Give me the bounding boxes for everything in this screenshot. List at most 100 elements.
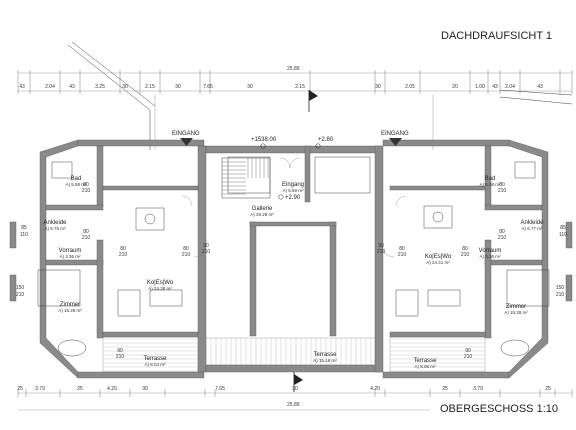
- opening-width: 80: [83, 229, 89, 235]
- room-area: A) 8.04 m²: [144, 362, 166, 367]
- room-name: Eingang: [282, 182, 304, 188]
- top-segment-dimension: 2.05: [405, 84, 415, 90]
- top-segment-dimension: 3.25: [95, 84, 105, 90]
- right-dining-table: [423, 205, 453, 229]
- bottom-dimension-chain: 25.89: [17, 389, 573, 411]
- room-name: Ankleide: [43, 220, 67, 226]
- room-area: A) 5.58 m²: [479, 182, 501, 187]
- top-segment-dimension: 30: [375, 84, 381, 90]
- bottom-segment-dimension: 4.20: [370, 386, 380, 392]
- room-area: A) 5.59 m²: [282, 188, 304, 193]
- entrance-arrow-right: [389, 138, 402, 146]
- top-segment-dimension: 43: [492, 84, 498, 90]
- overall-top-dimension: 25.89: [287, 66, 300, 72]
- top-segment-dimension: 43: [19, 84, 25, 90]
- room-name: Terrasse: [143, 356, 167, 362]
- right-sofa: [395, 289, 461, 317]
- room-area: A) 15.28 m²: [504, 310, 528, 315]
- opening-height: 210: [116, 354, 125, 360]
- center-walls: [205, 145, 384, 373]
- door-swings: [181, 157, 407, 258]
- bath-fixtures: [51, 161, 536, 179]
- room-area: A) 15.28 m²: [58, 308, 82, 313]
- room-name: Vorraum: [59, 248, 82, 254]
- room-name: Vorraum: [479, 248, 502, 254]
- top-dimension-chain: 25.89: [17, 66, 573, 94]
- opening-width: 90: [117, 348, 123, 354]
- left-side-dimension: 210: [16, 292, 25, 298]
- opening-height: 210: [119, 252, 128, 258]
- right-side-dimension: 150: [556, 285, 565, 291]
- right-side-dimension: 110: [559, 232, 567, 238]
- top-segment-dimension: 43: [537, 84, 543, 90]
- level-entry-b: +2.80: [318, 137, 334, 143]
- room-area: A) 3.36 m²: [479, 254, 501, 259]
- opening-width: 90: [465, 348, 471, 354]
- bottom-segment-dimension: 7.65: [215, 386, 225, 392]
- opening-width: 80: [399, 246, 405, 252]
- room-area: A) 8.05 m²: [414, 364, 436, 369]
- room-area: A) 24.41 m²: [426, 260, 450, 265]
- entrance-label-right: EINGANG: [381, 131, 409, 137]
- roof-view-title: DACHDRAUFSICHT 1: [441, 30, 552, 42]
- overall-bottom-dimension: 25.89: [287, 402, 300, 408]
- level-gallery: +2.90: [285, 195, 301, 201]
- bottom-segment-dimension: 3.79: [473, 386, 483, 392]
- left-sofa: [117, 289, 183, 317]
- room-name: Ko|Es|Wo: [147, 280, 174, 286]
- top-segment-dimension: 2.04: [505, 84, 515, 90]
- level-markers: +1538.00 +2.80 +2.90: [251, 137, 334, 201]
- opening-width: 80: [462, 246, 468, 252]
- staircase: [221, 157, 271, 199]
- top-segment-dimension: 2.04: [45, 84, 55, 90]
- opening-height: 210: [461, 252, 470, 258]
- opening-width: 80: [83, 182, 89, 188]
- opening-height: 210: [82, 188, 91, 194]
- opening-height: 210: [398, 252, 407, 258]
- left-dining-table: [135, 207, 165, 231]
- opening-width: 80: [120, 246, 126, 252]
- roof-outline: [67, 41, 573, 150]
- opening-labels: 8021080210802108021090210902108021080210…: [82, 182, 507, 360]
- opening-width: 90: [378, 243, 384, 249]
- top-segment-dimension: 1.00: [475, 84, 485, 90]
- room-area: A) 15.18 m²: [313, 358, 337, 363]
- level-symbol-icon: [260, 143, 321, 200]
- top-segment-dimension: 7.65: [203, 84, 213, 90]
- top-segment-dimension: 2.15: [145, 84, 155, 90]
- top-segment-dimension: 30: [175, 84, 181, 90]
- room-name: Terrasse: [413, 358, 437, 364]
- bottom-segment-dimension: 25: [17, 386, 23, 392]
- left-side-dimension: 110: [20, 232, 28, 238]
- room-name: Bad: [71, 176, 82, 182]
- room-name: Zimmer: [506, 304, 526, 310]
- section-marker-bottom: [293, 372, 303, 392]
- opening-width: 90: [203, 243, 209, 249]
- room-name: Terrasse: [313, 352, 337, 358]
- room-area: A) 29.28 m²: [250, 212, 274, 217]
- room-name: Gallerie: [252, 206, 273, 212]
- room-name: Bad: [485, 176, 496, 182]
- opening-height: 210: [498, 188, 507, 194]
- right-wing-walls: [382, 139, 573, 379]
- opening-width: 80: [499, 229, 505, 235]
- opening-height: 210: [202, 249, 211, 255]
- room-name: Ko|Es|Wo: [425, 254, 452, 260]
- right-side-dimension: 85: [560, 225, 566, 231]
- right-side-dimension: 210: [556, 292, 565, 298]
- top-segment-dimension: 30: [122, 84, 128, 90]
- top-segment-dimension: 2.15: [295, 84, 305, 90]
- opening-height: 210: [498, 235, 507, 241]
- opening-height: 210: [82, 235, 91, 241]
- section-marker-top: [308, 90, 318, 112]
- left-side-dimension: 150: [16, 285, 25, 291]
- right-bed: [500, 269, 550, 357]
- entrance-label-left: EINGANG: [172, 131, 200, 137]
- opening-height: 210: [377, 249, 386, 255]
- room-area: A) 5.58 m²: [65, 182, 87, 187]
- bottom-segment-dimension: 30: [292, 386, 298, 392]
